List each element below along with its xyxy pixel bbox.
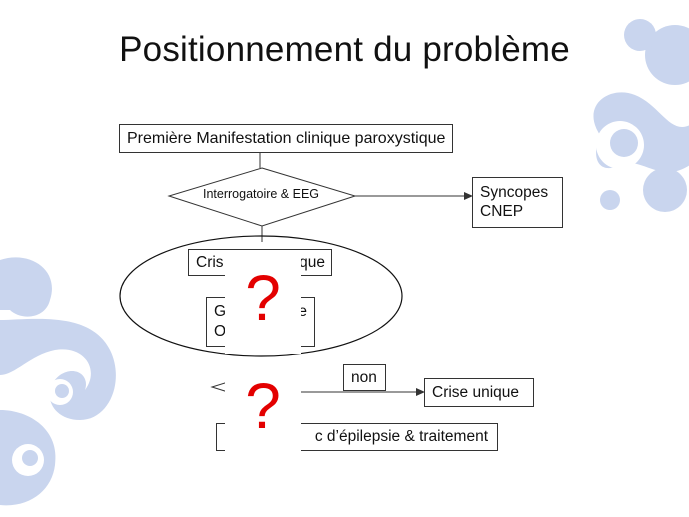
single-crisis-box: Crise unique [424,378,534,407]
question-mark-overlay-bottom: ? [225,364,301,456]
start-box: Première Manifestation clinique paroxyst… [119,124,453,153]
alternative-label-cnep: CNEP [480,202,555,221]
no-label-box: non [343,364,386,391]
crisis-label: Cris [196,254,224,271]
alternative-label-syncopes: Syncopes [480,183,555,202]
alternative-box: Syncopes CNEP [472,177,563,228]
question-mark-overlay-top: ? [225,256,301,354]
crisis-label-suffix: que [299,250,325,275]
decision-label: Interrogatoire & EEG [161,187,361,201]
